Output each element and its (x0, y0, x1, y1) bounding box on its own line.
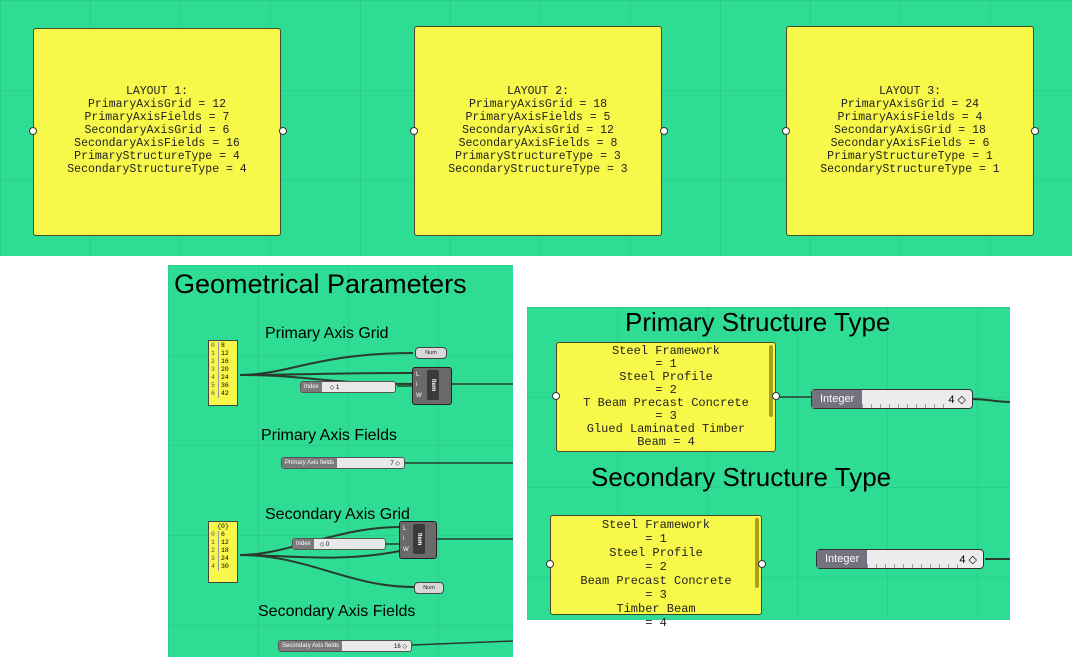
secondary-index-slider[interactable]: Index ◇ 0 (292, 538, 386, 550)
primary-axis-fields-slider[interactable]: Primary Axis fields 7 ◇ (281, 457, 405, 469)
layout-3-panel[interactable]: LAYOUT 3: PrimaryAxisGrid = 24 PrimaryAx… (786, 26, 1034, 236)
secondary-axis-grid-label: Secondary Axis Grid (265, 506, 410, 523)
secondary-list-item-component[interactable]: L i W Item (399, 521, 437, 559)
primary-index-slider[interactable]: Index ◇ 1 (300, 381, 396, 393)
layout-3-text: LAYOUT 3: PrimaryAxisGrid = 24 PrimaryAx… (820, 85, 1000, 176)
layout-2-panel[interactable]: LAYOUT 2: PrimaryAxisGrid = 18 PrimaryAx… (414, 26, 662, 236)
secondary-index-label: Index (293, 539, 314, 549)
geometry-title: Geometrical Parameters (174, 269, 467, 299)
secondary-index-value: ◇ 0 (319, 541, 330, 548)
list-header: {0} (217, 523, 229, 530)
secondary-panel-scrollbar[interactable] (755, 518, 759, 588)
primary-structure-title: Primary Structure Type (625, 307, 891, 337)
layout-2-output-port[interactable] (660, 127, 668, 135)
secondary-integer-value: 4 ◇ (959, 553, 977, 566)
layout-3-output-port[interactable] (1031, 127, 1039, 135)
layout-2-text: LAYOUT 2: PrimaryAxisGrid = 18 PrimaryAx… (448, 85, 628, 176)
primary-structure-panel[interactable]: Steel Framework = 1 Steel Profile = 2 T … (556, 342, 776, 452)
structure-wires (775, 396, 1011, 560)
secondary-axis-fields-slider-value: 16 ◇ (394, 643, 407, 650)
secondary-structure-panel[interactable]: Steel Framework = 1 Steel Profile = 2 Be… (550, 515, 762, 630)
secondary-axis-fields-slider-label: Secondary Axis fields (279, 641, 343, 651)
layout-3-input-port[interactable] (782, 127, 790, 135)
geometry-canvas: Geometrical Parameters Primary Axis Grid… (168, 265, 514, 657)
primary-axis-fields-slider-label: Primary Axis fields (282, 458, 338, 468)
primary-index-value: ◇ 1 (329, 384, 340, 391)
secondary-structure-title: Secondary Structure Type (591, 462, 892, 492)
primary-axis-grid-label: Primary Axis Grid (265, 325, 389, 342)
secondary-axis-fields-slider[interactable]: Secondary Axis fields 16 ◇ (278, 640, 412, 652)
item-label: Item (427, 370, 439, 400)
structure-canvas: Primary Structure Type Steel Framework =… (527, 307, 1011, 630)
secondary-integer-label: Integer (817, 550, 868, 568)
primary-panel-scrollbar[interactable] (769, 345, 773, 417)
layout-1-output-port[interactable] (279, 127, 287, 135)
geometry-wires (239, 352, 514, 646)
primary-panel-output-port[interactable] (772, 392, 780, 400)
layout-1-text: LAYOUT 1: PrimaryAxisGrid = 12 PrimaryAx… (67, 85, 247, 176)
primary-index-label: Index (301, 382, 322, 392)
primary-panel-input-port[interactable] (552, 392, 560, 400)
secondary-integer-track (867, 550, 960, 568)
secondary-integer-slider[interactable]: Integer 4 ◇ (816, 549, 984, 569)
primary-structure-text: Steel Framework = 1 Steel Profile = 2 T … (583, 344, 749, 449)
layout-1-input-port[interactable] (29, 127, 37, 135)
primary-axis-fields-slider-value: 7 ◇ (390, 460, 400, 467)
layout-2-input-port[interactable] (410, 127, 418, 135)
layouts-canvas: LAYOUT 1: PrimaryAxisGrid = 12 PrimaryAx… (0, 0, 1072, 256)
secondary-num-param[interactable]: Num (414, 582, 444, 594)
primary-integer-track (862, 390, 949, 408)
secondary-axis-fields-label: Secondary Axis Fields (258, 603, 416, 620)
primary-num-param[interactable]: Num (415, 347, 447, 359)
primary-axis-fields-label: Primary Axis Fields (261, 427, 398, 444)
primary-integer-slider[interactable]: Integer 4 ◇ (811, 389, 973, 409)
primary-integer-label: Integer (812, 390, 863, 408)
secondary-panel-output-port[interactable] (758, 560, 766, 568)
secondary-panel-input-port[interactable] (546, 560, 554, 568)
layout-1-panel[interactable]: LAYOUT 1: PrimaryAxisGrid = 12 PrimaryAx… (33, 28, 281, 236)
primary-list-item-component[interactable]: L i W Item (412, 367, 452, 405)
item-label: Item (413, 524, 425, 554)
secondary-structure-text: Steel Framework = 1 Steel Profile = 2 Be… (580, 518, 732, 630)
primary-integer-value: 4 ◇ (948, 393, 966, 406)
